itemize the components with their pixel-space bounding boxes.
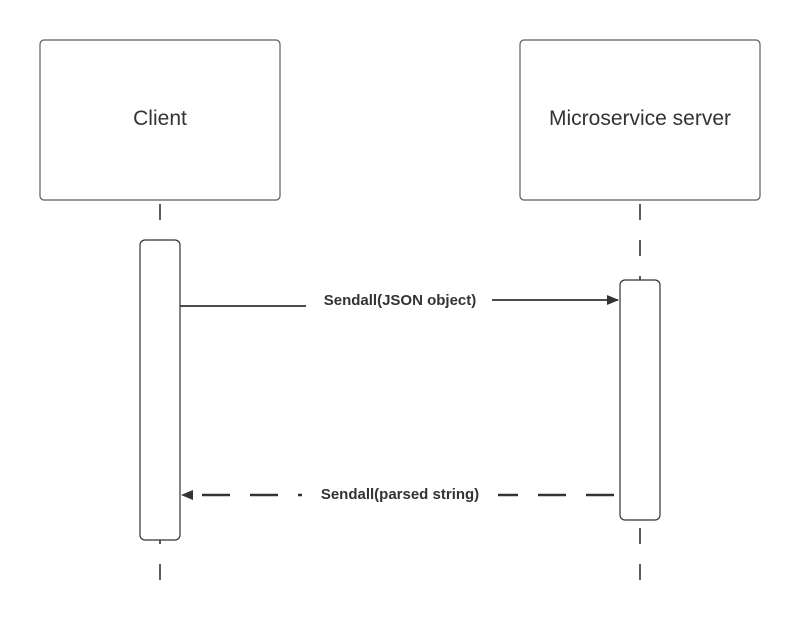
message-sendall-parsed-label: Sendall(parsed string): [321, 486, 479, 503]
participant-client-box: [39, 39, 281, 201]
participant-server-box: [519, 39, 761, 201]
message-sendall-parsed-label-bg: [302, 484, 498, 504]
participant-client[interactable]: Client: [39, 39, 281, 201]
client-activation-bar[interactable]: [139, 239, 181, 541]
participant-microservice-server[interactable]: Microservice server: [519, 39, 761, 201]
message-sendall-json-label-bg: [306, 290, 492, 310]
message-sendall-json-label: Sendall(JSON object): [324, 292, 477, 309]
server-activation-bar[interactable]: [619, 279, 661, 521]
message-sendall-json[interactable]: Sendall(JSON object): [180, 290, 619, 310]
participant-client-label: Client: [133, 107, 187, 130]
participant-server-label: Microservice server: [549, 107, 731, 130]
message-sendall-parsed[interactable]: Sendall(parsed string): [181, 484, 620, 504]
